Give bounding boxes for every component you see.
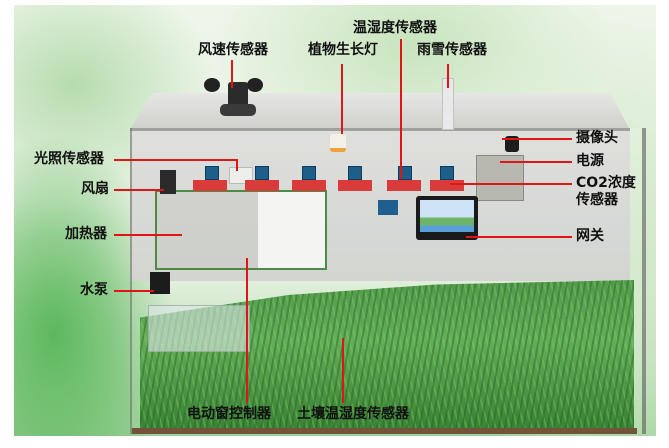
label-soil-temp-humidity-sensor: 土壤温湿度传感器 — [297, 406, 409, 422]
label-plant-grow-light: 植物生长灯 — [308, 42, 378, 58]
light-sensor-device — [229, 167, 253, 184]
sensor-board — [205, 166, 219, 180]
water-pump-device — [150, 272, 170, 294]
callout-line — [502, 138, 572, 140]
relay-module — [292, 180, 326, 191]
callout-line — [500, 161, 572, 163]
grow-lamp-device — [330, 134, 346, 152]
gateway-device — [416, 196, 478, 240]
camera-device — [505, 136, 519, 152]
relay-module — [193, 180, 227, 191]
callout-line — [114, 189, 164, 191]
callout-line — [342, 338, 344, 403]
label-temp-humidity-sensor: 温湿度传感器 — [353, 20, 437, 36]
callout-line — [236, 159, 238, 171]
callout-line — [341, 64, 343, 134]
anemometer-base — [220, 104, 256, 116]
anemometer-cup-icon — [204, 78, 220, 92]
label-rain-snow-sensor: 雨雪传感器 — [417, 42, 487, 58]
label-water-pump: 水泵 — [80, 282, 108, 298]
label-co2-sensor-line2: 传感器 — [576, 192, 618, 208]
sensor-board — [255, 166, 269, 180]
relay-module — [245, 180, 279, 191]
electric-window — [155, 190, 327, 270]
sensor-board — [302, 166, 316, 180]
callout-line — [114, 290, 154, 292]
relay-module — [430, 180, 464, 191]
sensor-board — [440, 166, 454, 180]
fan-device — [160, 170, 176, 194]
callout-line — [246, 258, 248, 403]
callout-line — [450, 183, 572, 185]
water-tank — [148, 305, 250, 352]
label-wind-speed-sensor: 风速传感器 — [198, 42, 268, 58]
anemometer-device — [228, 82, 248, 110]
greenhouse-base — [132, 428, 637, 434]
label-fan: 风扇 — [81, 181, 109, 197]
sensor-board — [348, 166, 362, 180]
label-camera: 摄像头 — [576, 130, 618, 146]
callout-line — [231, 60, 233, 88]
callout-line — [114, 159, 237, 161]
anemometer-cup-icon — [247, 78, 263, 92]
relay-module — [387, 180, 421, 191]
label-light-sensor: 光照传感器 — [34, 151, 104, 167]
label-heater: 加热器 — [65, 226, 107, 242]
greenhouse-roof — [130, 93, 630, 130]
callout-line — [400, 39, 402, 179]
callout-line — [466, 236, 572, 238]
relay-module — [338, 180, 372, 191]
circuit-board — [378, 200, 398, 215]
label-co2-sensor-line1: CO2浓度 — [576, 175, 636, 191]
callout-line — [447, 64, 449, 88]
label-gateway: 网关 — [576, 228, 604, 244]
callout-line — [114, 234, 182, 236]
gateway-screen — [420, 200, 474, 232]
label-power-supply: 电源 — [576, 153, 604, 169]
label-window-controller: 电动窗控制器 — [187, 406, 271, 422]
